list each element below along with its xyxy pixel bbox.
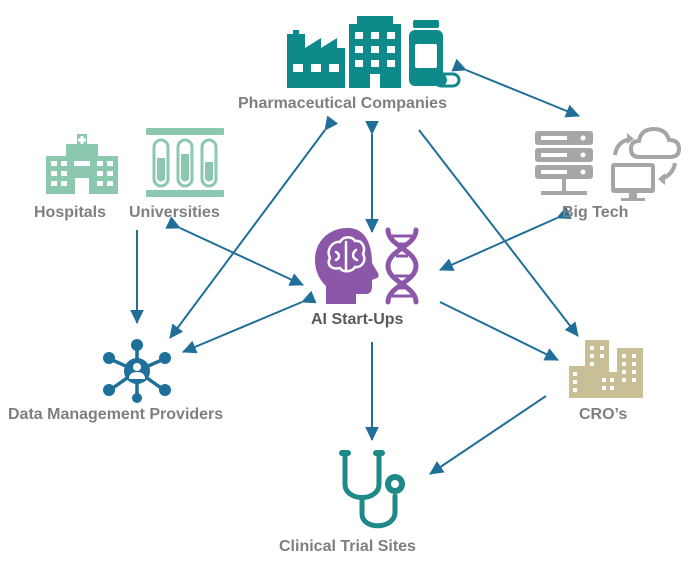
office-buildings-icon — [569, 340, 643, 398]
data-management-label: Data Management Providers — [8, 406, 224, 423]
arrow-bigtech-ai — [439, 206, 572, 271]
pharma-label: Pharmaceutical Companies — [238, 95, 447, 112]
arrow-cro-clinical — [429, 395, 547, 475]
bigtech-label: Big Tech — [562, 204, 629, 221]
factory-building-pill-icon — [287, 16, 461, 88]
arrow-ai-cro — [439, 301, 559, 361]
test-tubes-icon — [146, 128, 224, 197]
hospital-icon — [46, 134, 118, 194]
stethoscope-icon — [339, 450, 405, 529]
cros-label: CRO’s — [579, 406, 628, 423]
brain-head-dna-icon — [315, 227, 419, 305]
clinical-trial-sites-label: Clinical Trial Sites — [279, 538, 416, 555]
server-cloud-computer-icon — [535, 126, 682, 201]
hospitals-label: Hospitals — [34, 204, 107, 221]
network-hub-icon — [103, 339, 171, 403]
ai-startups-label: AI Start-Ups — [311, 311, 404, 328]
universities-label: Universities — [129, 204, 220, 221]
arrow-universities-ai — [165, 216, 304, 286]
arrow-ai-data — [182, 290, 317, 354]
arrow-pharma-bigtech — [451, 58, 580, 118]
